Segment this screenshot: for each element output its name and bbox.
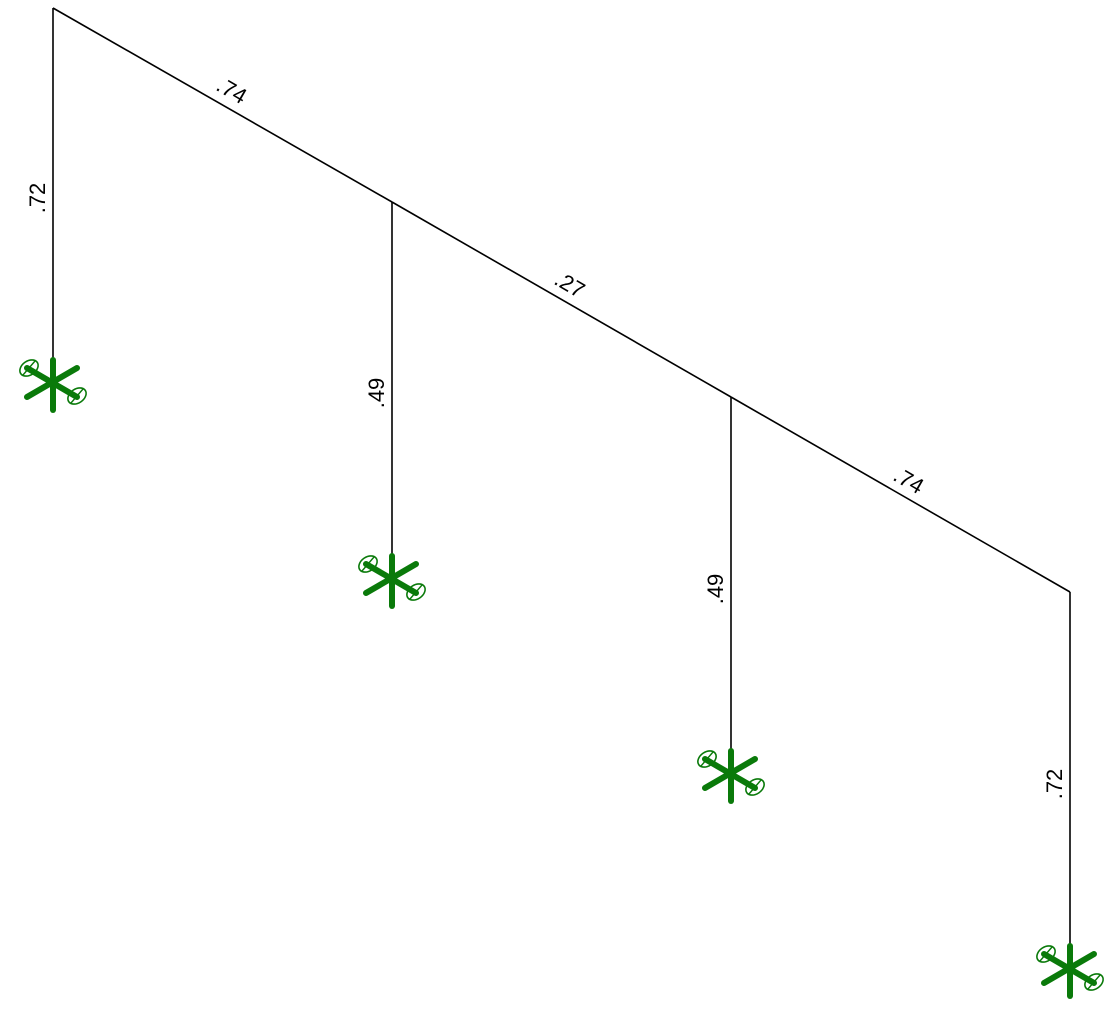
label-col-2: .49 — [364, 378, 389, 409]
support-ring-slash — [748, 779, 762, 795]
member-beam-3[interactable] — [730, 396, 1071, 593]
member-beam-1[interactable] — [52, 7, 393, 203]
support-ring — [358, 555, 378, 573]
member-labels: .72 .74 .49 .27 .49 .74 .72 — [25, 72, 1067, 799]
support-ring-slash — [22, 360, 36, 376]
support-ring — [1084, 973, 1104, 991]
support-ring-slash — [70, 388, 84, 404]
label-beam-2: .27 — [550, 266, 589, 303]
support-ring-slash — [700, 751, 714, 767]
support-ring — [406, 583, 426, 601]
support-ring — [19, 359, 39, 377]
support-ring-slash — [1087, 974, 1101, 990]
supports — [17, 357, 1106, 999]
label-col-1: .72 — [25, 183, 50, 214]
support-ring — [1036, 945, 1056, 963]
member-beam-2[interactable] — [391, 201, 732, 398]
support-bar — [1041, 951, 1097, 986]
label-beam-1: .74 — [212, 72, 251, 109]
label-col-3: .49 — [703, 574, 728, 605]
support-ring-slash — [361, 556, 375, 572]
support-bar — [24, 365, 80, 400]
label-beam-3: .74 — [889, 462, 928, 499]
support-bar — [702, 756, 758, 791]
support-ring-slash — [1039, 946, 1053, 962]
label-col-4: .72 — [1042, 769, 1067, 800]
fixed-support-icon[interactable] — [17, 357, 89, 413]
members — [52, 7, 1071, 968]
fixed-support-icon[interactable] — [1034, 943, 1106, 999]
support-ring — [745, 778, 765, 796]
fixed-support-icon[interactable] — [356, 553, 428, 609]
support-bar — [363, 561, 419, 596]
support-ring — [67, 387, 87, 405]
support-ring-slash — [409, 584, 423, 600]
support-ring — [697, 750, 717, 768]
fixed-support-icon[interactable] — [695, 748, 767, 804]
